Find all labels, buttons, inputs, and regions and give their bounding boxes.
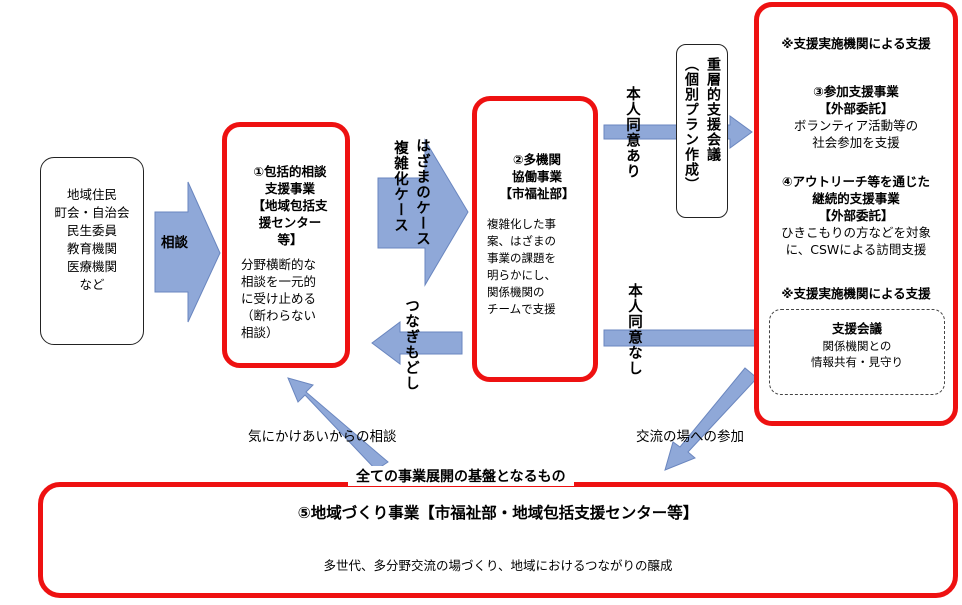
back-arrow: [371, 321, 463, 365]
item4-body-line: ひきこもりの方などを対象: [780, 225, 931, 240]
comprehensive-consultation-box: ①包括的相談 支援事業 【地域包括支 援センター 等】 分野横断的な 相談を一元…: [222, 122, 350, 368]
community-line: 医療機関: [66, 259, 117, 274]
box5-body: 多世代、多分野交流の場づくり、地域におけるつながりの醸成: [323, 558, 673, 573]
box1-title-line: 【地域包括支: [252, 198, 328, 213]
box2-body-line: 案、はざまの: [487, 234, 556, 248]
box2-body-line: 明らかにし、: [487, 268, 556, 282]
box2-title-line: 【市福祉部】: [499, 186, 575, 201]
box1-body: 分野横断的な 相談を一元的 に受け止める （断わらない 相談）: [239, 256, 341, 341]
box1-title-line: 支援事業: [264, 181, 315, 196]
outreach-support: ④アウトリーチ等を通じた 継続的支援事業 【外部委託】 ひきこもりの方などを対象…: [759, 173, 953, 258]
exchange-label: 交流の場への参加: [636, 429, 744, 445]
multi-agency-box: ②多機関 協働事業 【市福祉部】 複雑化した事 案、はざまの 事業の課題を 明ら…: [472, 96, 598, 382]
community-box: 地域住民 町会・自治会 民生委員 教育機関 医療機関 など: [40, 157, 144, 345]
kinikake-arrow: [287, 377, 389, 471]
box2-body-line: 事業の課題を: [487, 251, 556, 265]
consent-yes-label: 本人同意あり: [624, 86, 640, 179]
community-line: 地域住民: [66, 187, 117, 202]
box1-body-line: に受け止める: [241, 291, 317, 306]
box1-body-line: 相談）: [241, 325, 279, 340]
community-line: 町会・自治会: [54, 205, 130, 220]
consult-label: 相談: [161, 235, 188, 251]
participation-support: ③参加支援事業 【外部委託】 ボランティア活動等の 社会参加を支援: [759, 83, 953, 151]
item4-title-line: ④アウトリーチ等を通じた: [781, 174, 931, 189]
support-implementation-box: ※支援実施機関による支援 ③参加支援事業 【外部委託】 ボランティア活動等の 社…: [754, 2, 958, 426]
box3-header2: ※支援実施機関による支援: [781, 286, 931, 301]
box2-title: ②多機関 協働事業 【市福祉部】: [487, 151, 587, 202]
hazama-arrow: [377, 138, 469, 287]
box2-body-line: チームで支援: [487, 302, 556, 316]
box1-title: ①包括的相談 支援事業 【地域包括支 援センター 等】: [239, 163, 341, 248]
community-list: 地域住民 町会・自治会 民生委員 教育機関 医療機関 など: [41, 186, 143, 294]
box2-body: 複雑化した事 案、はざまの 事業の課題を 明らかにし、 関係機関の チームで支援: [487, 216, 587, 318]
support-meeting-title: 支援会議: [831, 321, 882, 336]
box2-title-line: 協働事業: [511, 169, 562, 184]
box2-title-line: ②多機関: [512, 152, 562, 167]
item3-sub: 【外部委託】: [818, 101, 894, 116]
community-building-box: ⑤地域づくり事業【市福祉部・地域包括支援センター等】 多世代、多分野交流の場づく…: [38, 482, 958, 598]
item3-body-line: 社会参加を支援: [812, 135, 900, 150]
box1-body-line: （断わらない: [241, 308, 317, 323]
box1-body-line: 相談を一元的: [241, 274, 317, 289]
box1-title-line: ①包括的相談: [253, 164, 327, 179]
box2-body-line: 関係機関の: [487, 285, 545, 299]
box2-body-line: 複雑化した事: [487, 217, 556, 231]
support-meeting-line: 情報共有・見守り: [811, 355, 903, 369]
consult-arrow: [154, 181, 221, 323]
item4-body-line: に、CSWによる訪問支援: [785, 242, 927, 257]
kinikake-label: 気にかけあいからの相談: [248, 429, 397, 445]
consent-no-label: 本人同意なし: [626, 283, 642, 376]
item3-title: ③参加支援事業: [813, 84, 899, 99]
box3-header1: ※支援実施機関による支援: [781, 36, 931, 51]
item3-body-line: ボランティア活動等の: [793, 118, 919, 133]
meeting-title: 重層的支援会議: [705, 57, 721, 162]
item4-title-line: 継続的支援事業: [812, 191, 900, 206]
support-meeting-box: 支援会議 関係機関との 情報共有・見守り: [769, 309, 945, 395]
exchange-arrow: [664, 367, 758, 471]
box5-title: ⑤地域づくり事業【市福祉部・地域包括支援センター等】: [297, 504, 699, 522]
tsunagi-modoshi-label: つなぎもどし: [403, 298, 419, 391]
complex-case-label: 複雑化ケース: [392, 140, 408, 233]
item4-sub: 【外部委託】: [818, 208, 894, 223]
box1-title-line: 援センター: [258, 215, 322, 230]
multilayer-support-meeting-box: 重層的支援会議 （個別プラン作成）: [676, 44, 728, 218]
support-meeting-line: 関係機関との: [822, 339, 892, 353]
community-line: 教育機関: [66, 241, 117, 256]
hazama-label: はざまのケース: [414, 138, 430, 247]
community-line: 民生委員: [66, 223, 117, 238]
box1-title-line: 等】: [277, 232, 303, 247]
community-line: など: [79, 277, 105, 292]
meeting-subtitle: （個別プラン作成）: [683, 57, 699, 192]
foundation-label: 全ての事業展開の基盤となるもの: [348, 466, 574, 486]
box1-body-line: 分野横断的な: [241, 257, 317, 272]
